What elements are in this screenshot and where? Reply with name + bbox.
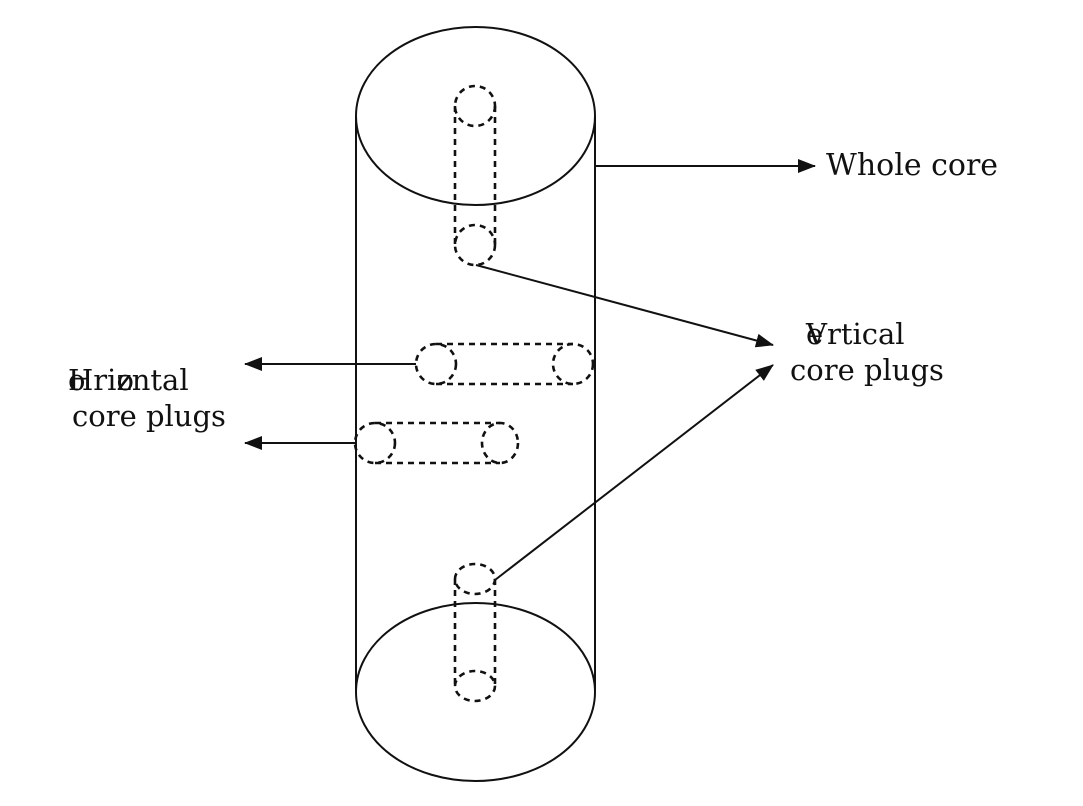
vertical-core-plugs-label: V e rtical core plugs (790, 314, 944, 390)
cylinder-bottom-face (355, 602, 596, 782)
horizontal-plug-upper (414, 342, 595, 386)
horizontal-label-line2: core plugs (72, 399, 226, 433)
whole-core-cylinder (355, 26, 596, 782)
vertical-label-line1: V e rtical (790, 314, 944, 354)
vertical-plug-bottom (453, 562, 497, 703)
horizontal-overlap-o2: o (116, 363, 134, 397)
horizontal-line1-mid: ri (93, 363, 117, 397)
horizontal-label-line1: H o ri z o ntal (68, 360, 226, 400)
horizontal-overlap-z: z (116, 363, 132, 397)
vertical-line1-rest: rtical (826, 317, 905, 351)
horizontal-plug-lower (353, 421, 520, 465)
cylinder-top-face (355, 26, 596, 206)
arrow-vertical-top (475, 264, 774, 348)
horizontal-overlap-h: H (68, 363, 94, 397)
vertical-plug-top (453, 84, 497, 267)
horizontal-core-plugs-label: H o ri z o ntal core plugs (68, 360, 226, 436)
vertical-overlap-v: V (806, 317, 827, 351)
whole-core-label: Whole core (826, 146, 998, 186)
vertical-label-line2: core plugs (790, 353, 944, 387)
whole-core-text: Whole core (826, 148, 999, 183)
vertical-overlap-e: e (806, 317, 824, 351)
horizontal-overlap-o: o (68, 363, 86, 397)
arrow-vertical-bottom (494, 364, 774, 581)
horizontal-line1-rest: ntal (131, 363, 189, 397)
